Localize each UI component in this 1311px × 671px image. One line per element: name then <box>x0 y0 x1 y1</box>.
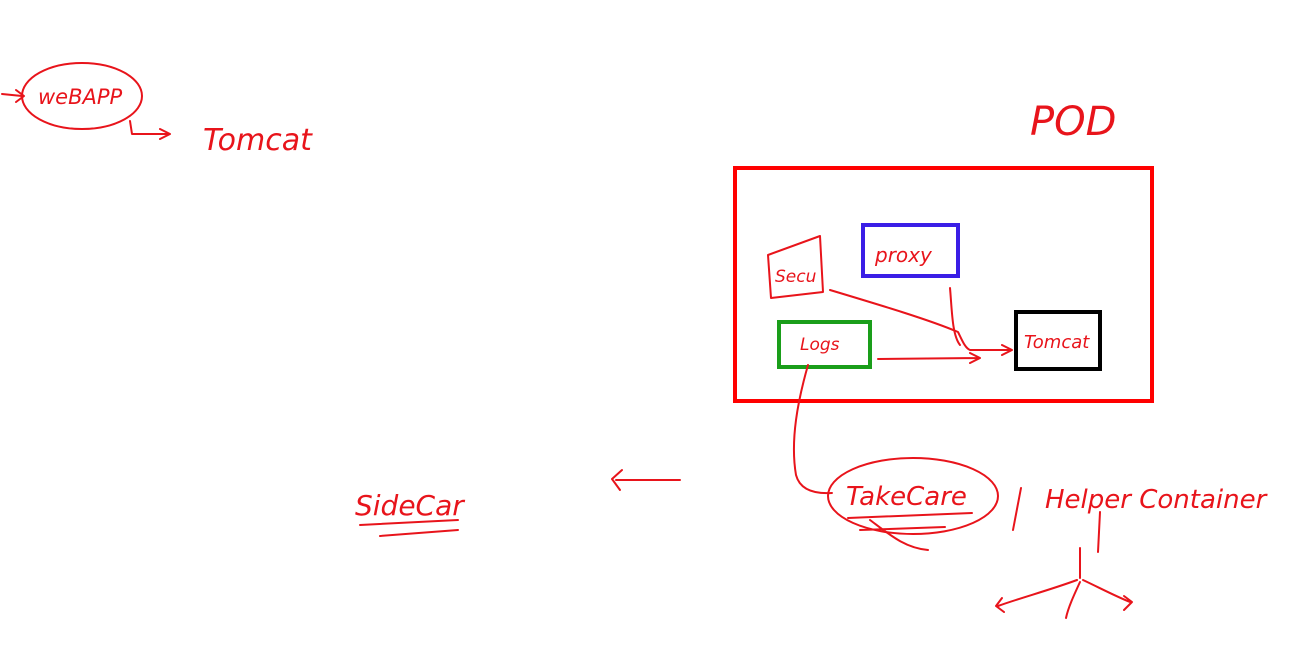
secu-container: Secu <box>767 235 824 299</box>
takecare-circle <box>827 457 999 535</box>
helper-underline-stem <box>1097 511 1101 553</box>
proxy-to-tomcat-line <box>949 287 961 346</box>
webapp-circle <box>21 62 143 130</box>
takecare-underline <box>847 512 973 551</box>
separator-slash <box>1012 487 1022 531</box>
branch-middle-arrow <box>1065 581 1081 619</box>
arrow-to-sidecar <box>611 469 681 491</box>
proxy-container: proxy <box>861 223 960 278</box>
tomcat-box <box>1014 310 1102 371</box>
pod-title: POD <box>1030 99 1116 145</box>
logs-container: Logs <box>777 320 872 369</box>
takecare-note: TakeCare <box>827 457 999 551</box>
branch-right-arrow <box>1082 579 1133 611</box>
logs-box <box>777 320 872 369</box>
sidecar-label: SideCar <box>355 489 465 522</box>
secu-shape <box>767 235 824 299</box>
branch-left-arrow <box>995 579 1078 613</box>
tomcat-inner-label: Tomcat <box>1024 332 1090 353</box>
logs-label: Logs <box>800 335 840 355</box>
webapp-label: weBAPP <box>38 85 123 109</box>
tomcat-container: Tomcat <box>1014 310 1102 371</box>
logs-to-takecare-line <box>792 364 833 495</box>
proxy-label: proxy <box>874 243 933 267</box>
helper-label: Helper Container <box>1045 485 1269 515</box>
webapp-to-tomcat-arrow <box>129 120 171 140</box>
proxy-box <box>861 223 960 278</box>
pod-box <box>733 166 1154 403</box>
logs-to-tomcat-arrow <box>877 352 981 364</box>
tomcat-top-label: Tomcat <box>203 123 313 158</box>
sidecar-note: SideCar <box>355 489 465 537</box>
takecare-label: TakeCare <box>846 482 967 512</box>
secu-label: Secu <box>775 267 817 287</box>
incoming-arrow <box>1 89 25 103</box>
webapp-note: weBAPP Tomcat <box>1 62 313 158</box>
sidecar-underline <box>359 519 459 537</box>
helper-branches <box>995 547 1133 619</box>
